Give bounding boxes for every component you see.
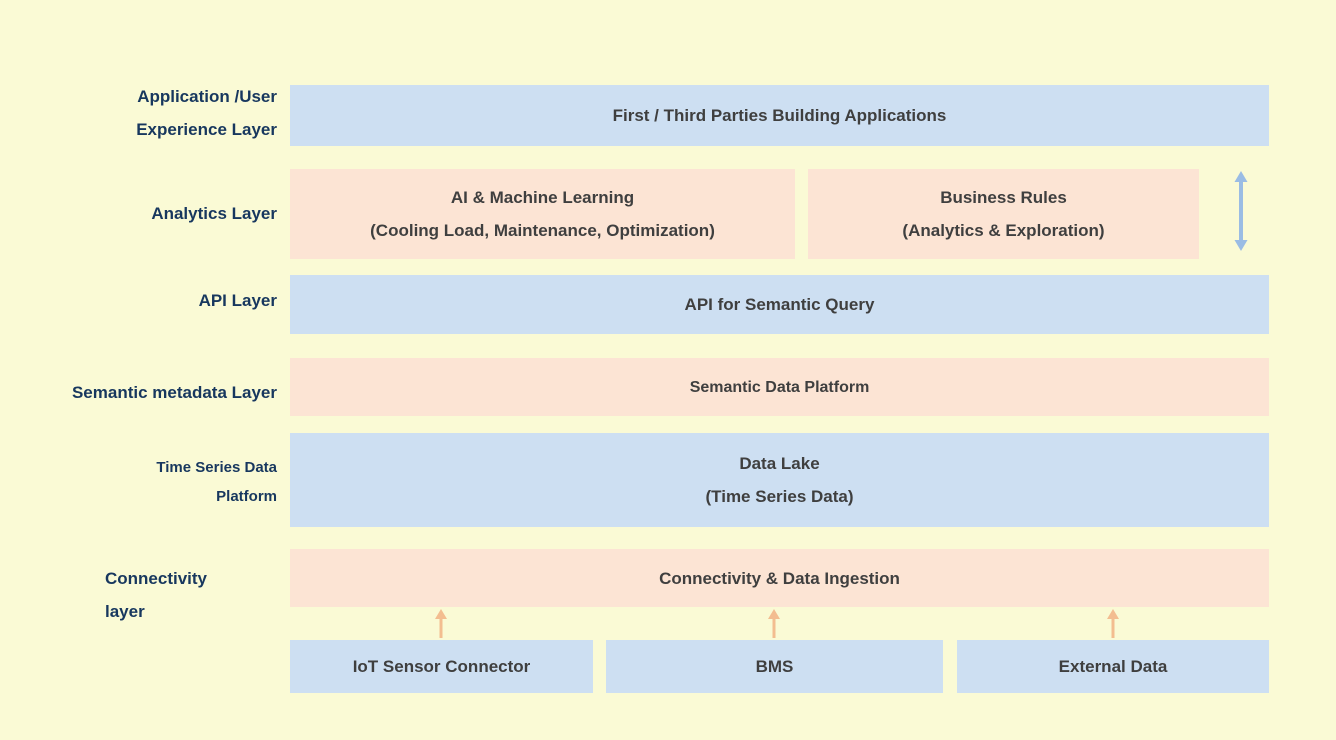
box-text: AI & Machine Learning	[450, 188, 635, 207]
box-iot-sensor-connector: IoT Sensor Connector	[290, 640, 593, 693]
box-text: (Cooling Load, Maintenance, Optimization…	[370, 221, 715, 240]
box-connectivity-data-ingestion: Connectivity & Data Ingestion	[290, 549, 1269, 607]
label-line: layer	[105, 602, 145, 621]
up-arrow-icon	[434, 609, 448, 643]
up-arrow-icon	[1106, 609, 1120, 643]
box-text: (Time Series Data)	[705, 487, 854, 506]
up-arrow-icon	[767, 609, 781, 643]
label-line: API Layer	[198, 291, 277, 310]
label-analytics-layer: Analytics Layer	[0, 197, 277, 230]
box-business-rules: Business Rules (Analytics & Exploration)	[808, 169, 1199, 259]
box-text: BMS	[755, 657, 794, 676]
label-line: Platform	[216, 488, 277, 505]
label-line: Experience Layer	[136, 120, 277, 139]
label-time-series-data-platform: Time Series Data Platform	[0, 453, 277, 511]
label-line: Semantic metadata Layer	[71, 383, 277, 402]
box-text: IoT Sensor Connector	[352, 657, 531, 676]
box-text: Data Lake	[739, 454, 820, 473]
box-api-semantic-query: API for Semantic Query	[290, 275, 1269, 334]
label-application-ux-layer: Application /User Experience Layer	[0, 80, 277, 146]
box-text: Business Rules	[940, 188, 1067, 207]
label-api-layer: API Layer	[0, 284, 277, 317]
box-text: Semantic Data Platform	[689, 378, 870, 396]
box-text: API for Semantic Query	[684, 295, 875, 314]
box-data-lake: Data Lake (Time Series Data)	[290, 433, 1269, 527]
box-bms: BMS	[606, 640, 943, 693]
label-line: Application /User	[137, 87, 277, 106]
box-text: Connectivity & Data Ingestion	[659, 568, 900, 588]
label-connectivity-layer: Connectivity layer	[105, 562, 207, 628]
box-text: External Data	[1058, 657, 1168, 676]
label-line: Analytics Layer	[151, 204, 277, 223]
label-line: Connectivity	[105, 569, 208, 588]
box-ai-machine-learning: AI & Machine Learning (Cooling Load, Mai…	[290, 169, 795, 259]
label-line: Time Series Data	[156, 459, 277, 476]
box-external-data: External Data	[957, 640, 1269, 693]
vertical-double-arrow-icon	[1233, 171, 1249, 256]
box-text: First / Third Parties Building Applicati…	[612, 106, 947, 125]
box-text: (Analytics & Exploration)	[902, 221, 1105, 240]
label-semantic-metadata-layer: Semantic metadata Layer	[0, 376, 277, 409]
box-semantic-data-platform: Semantic Data Platform	[290, 358, 1269, 416]
box-building-applications: First / Third Parties Building Applicati…	[290, 85, 1269, 146]
